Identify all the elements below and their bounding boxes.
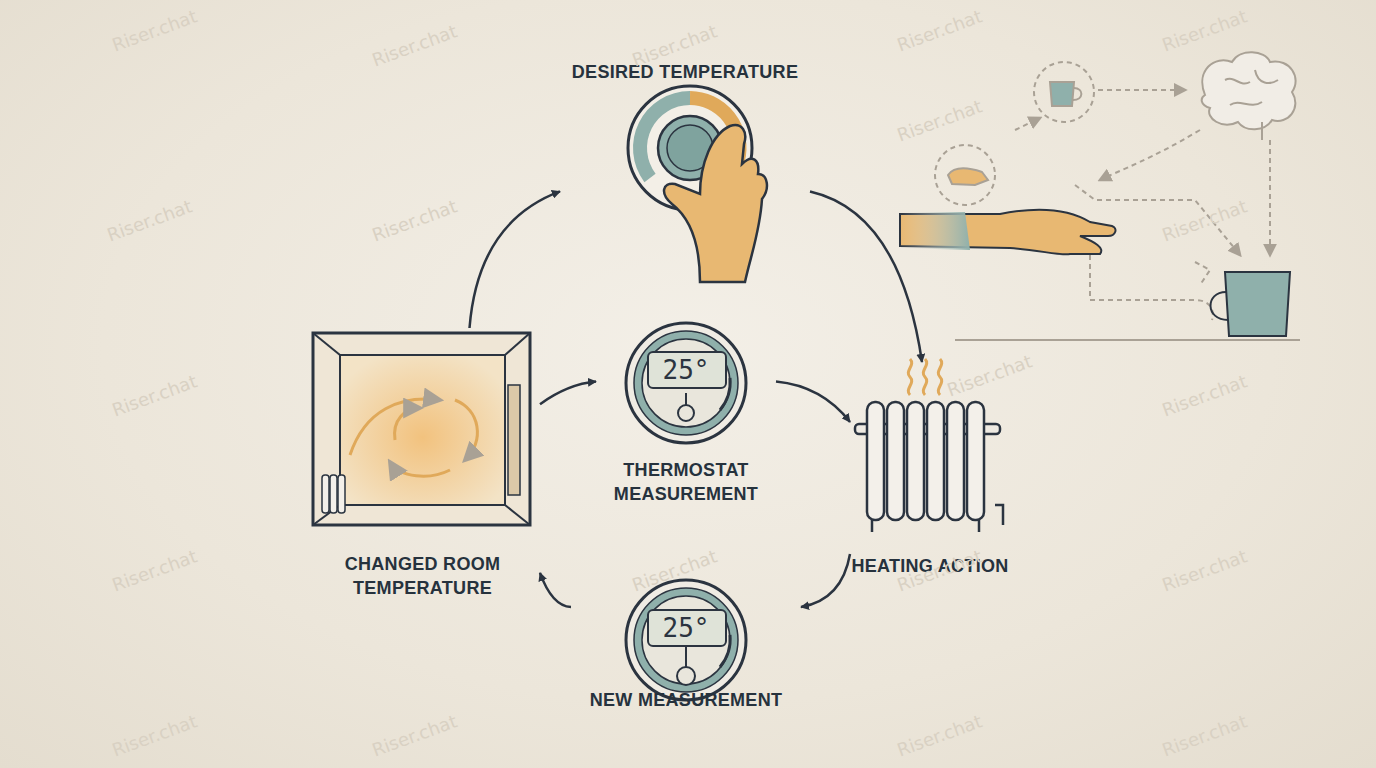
cup-icon	[948, 82, 1081, 185]
node-label: THERMOSTAT MEASUREMENT	[596, 458, 776, 506]
node-label: CHANGED ROOM TEMPERATURE	[305, 552, 540, 600]
watermark: Riser.chat	[104, 195, 195, 245]
flow-arrow	[540, 382, 596, 405]
flow-arrow	[776, 382, 850, 422]
display-reading: 25°	[571, 610, 801, 646]
watermark: Riser.chat	[369, 195, 460, 245]
thermostat-node: 25° NEW MEASUREMENT	[571, 580, 801, 715]
temperature-dial	[628, 86, 767, 282]
watermark: Riser.chat	[1159, 710, 1250, 760]
watermark: Riser.chat	[1159, 545, 1250, 595]
brain-icon	[1202, 52, 1296, 140]
watermark: Riser.chat	[1159, 370, 1250, 420]
watermark: Riser.chat	[629, 545, 720, 595]
watermark: Riser.chat	[109, 370, 200, 420]
watermark: Riser.chat	[894, 5, 985, 55]
watermark: Riser.chat	[894, 95, 985, 145]
watermark: Riser.chat	[109, 710, 200, 760]
flow-arrow	[540, 573, 571, 607]
thermostat-node: 25° THERMOSTAT MEASUREMENT	[596, 322, 776, 508]
reaching-arm	[900, 210, 1300, 340]
display-reading: 25°	[596, 352, 776, 388]
watermark: Riser.chat	[1159, 195, 1250, 245]
watermark: Riser.chat	[109, 5, 200, 55]
watermark: Riser.chat	[894, 710, 985, 760]
node-label: DESIRED TEMPERATURE	[560, 60, 810, 84]
flow-arrow	[810, 191, 922, 362]
flow-arrow	[801, 554, 850, 607]
watermark: Riser.chat	[1159, 5, 1250, 55]
node-label: NEW MEASUREMENT	[571, 688, 801, 712]
room-illustration	[313, 333, 530, 525]
room-node: CHANGED ROOM TEMPERATURE	[305, 328, 540, 600]
flow-arrow	[470, 191, 561, 328]
dial-node: DESIRED TEMPERATURE	[560, 58, 810, 215]
watermark: Riser.chat	[369, 20, 460, 70]
watermark: Riser.chat	[369, 710, 460, 760]
watermark: Riser.chat	[109, 545, 200, 595]
watermark: Riser.chat	[944, 350, 1035, 400]
